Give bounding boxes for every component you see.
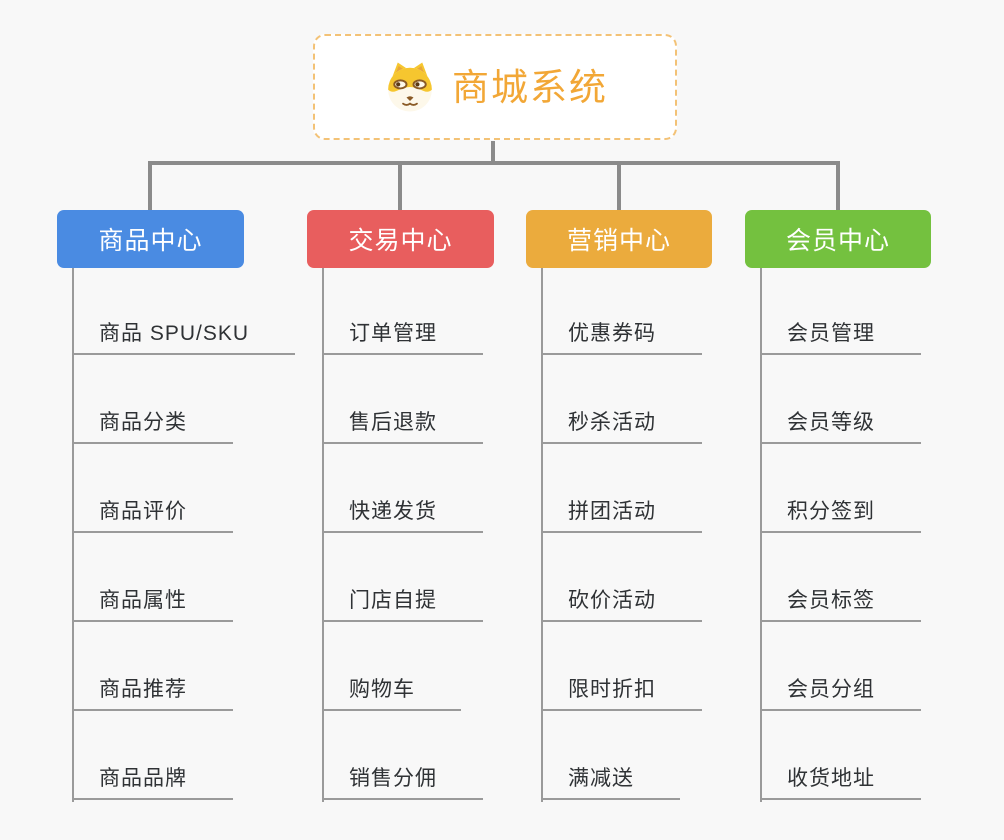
leaf-node[interactable]: 秒杀活动 (541, 410, 702, 444)
branch-node-trade[interactable]: 交易中心 (307, 210, 494, 268)
leaf-node[interactable]: 商品品牌 (72, 766, 233, 800)
trunk-line-member (760, 268, 762, 802)
leaf-node[interactable]: 销售分佣 (322, 766, 483, 800)
leaf-node[interactable]: 限时折扣 (541, 677, 702, 711)
dog-icon (382, 59, 438, 115)
leaf-node[interactable]: 商品属性 (72, 588, 233, 622)
connector-drop-marketing (617, 163, 621, 210)
connector-drop-trade (398, 163, 402, 210)
branch-items-marketing: 优惠券码 秒杀活动 拼团活动 砍价活动 限时折扣 满减送 (541, 268, 841, 808)
branch-node-member[interactable]: 会员中心 (745, 210, 931, 268)
root-title: 商城系统 (452, 66, 608, 108)
branch-node-product[interactable]: 商品中心 (57, 210, 244, 268)
connector-root-stem (491, 141, 495, 163)
trunk-line-product (72, 268, 74, 802)
leaf-node[interactable]: 拼团活动 (541, 499, 702, 533)
leaf-node[interactable]: 积分签到 (760, 499, 921, 533)
leaf-node[interactable]: 购物车 (322, 677, 461, 711)
branch-node-marketing[interactable]: 营销中心 (526, 210, 712, 268)
leaf-node[interactable]: 满减送 (541, 766, 680, 800)
leaf-node[interactable]: 商品分类 (72, 410, 233, 444)
leaf-node[interactable]: 商品推荐 (72, 677, 233, 711)
trunk-line-trade (322, 268, 324, 802)
branch-items-member: 会员管理 会员等级 积分签到 会员标签 会员分组 收货地址 (760, 268, 1004, 808)
connector-drop-product (148, 163, 152, 210)
trunk-line-marketing (541, 268, 543, 802)
connector-horizontal (148, 161, 840, 165)
leaf-node[interactable]: 会员管理 (760, 321, 921, 355)
leaf-node[interactable]: 门店自提 (322, 588, 483, 622)
leaf-node[interactable]: 会员标签 (760, 588, 921, 622)
leaf-node[interactable]: 商品 SPU/SKU (72, 321, 296, 355)
leaf-node[interactable]: 快递发货 (322, 499, 483, 533)
leaf-node[interactable]: 会员分组 (760, 677, 921, 711)
connector-drop-member (836, 163, 840, 210)
leaf-node[interactable]: 售后退款 (322, 410, 483, 444)
leaf-node[interactable]: 订单管理 (322, 321, 483, 355)
leaf-node[interactable]: 优惠券码 (541, 321, 702, 355)
root-node[interactable]: 商城系统 (313, 34, 677, 140)
branch-items-product: 商品 SPU/SKU 商品分类 商品评价 商品属性 商品推荐 商品品牌 (72, 268, 372, 808)
leaf-node[interactable]: 砍价活动 (541, 588, 702, 622)
leaf-node[interactable]: 商品评价 (72, 499, 233, 533)
branch-items-trade: 订单管理 售后退款 快递发货 门店自提 购物车 销售分佣 (322, 268, 622, 808)
leaf-node[interactable]: 会员等级 (760, 410, 921, 444)
leaf-node[interactable]: 收货地址 (760, 766, 921, 800)
